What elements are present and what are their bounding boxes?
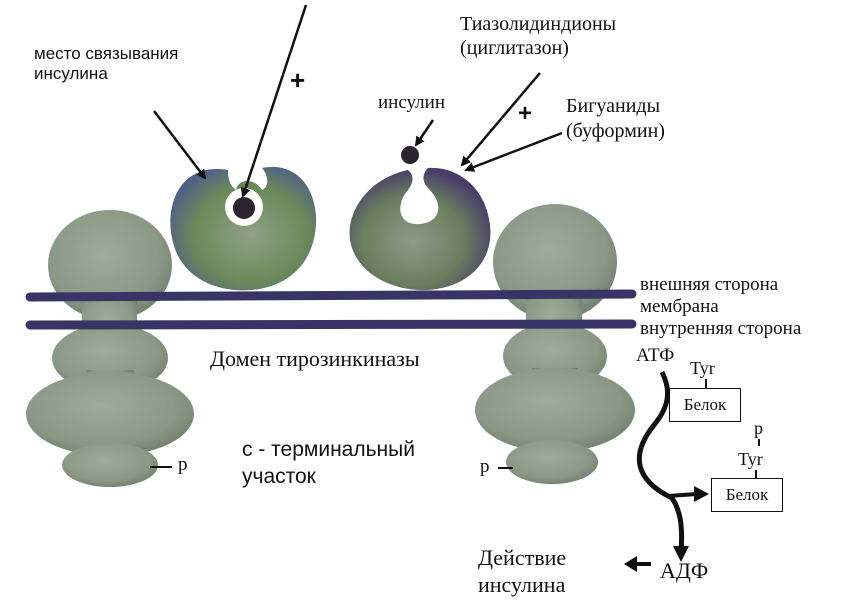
adp-label: АДФ (660, 558, 709, 583)
arrow-thiazolidinediones (460, 72, 541, 167)
arrow-binding-site (153, 110, 207, 180)
insulin-action-label: Действие инсулина (478, 544, 566, 598)
plus-right: + (518, 100, 533, 127)
thiazolidinediones-line2: (циглитазон) (460, 37, 569, 59)
biguanides-line1: Бигуаниды (566, 95, 661, 117)
signalling-arrows (624, 370, 760, 572)
right-receptor (475, 204, 635, 484)
protein-box-1: Белок (669, 388, 741, 422)
cell-membrane (25, 289, 637, 330)
binding-site-line2: инсулина (34, 63, 108, 83)
right-alpha-subunit (349, 146, 491, 291)
p-label-right: p (480, 456, 490, 477)
left-receptor (26, 210, 194, 487)
arrow-long-left (240, 4, 308, 198)
binding-site-label: место связывания инсулина (34, 44, 178, 83)
atp-label: АТФ (636, 345, 675, 366)
biguanides-line2: (буформин) (566, 120, 665, 142)
bound-insulin (233, 197, 255, 219)
thiazolidinediones-line1: Тиазолидиндионы (460, 13, 617, 35)
arrow-insulin (414, 119, 435, 147)
protein-box-2: Белок (711, 478, 783, 512)
tyr-label-1: Tyr (690, 358, 715, 378)
arrow-biguanides (464, 131, 563, 172)
free-insulin (401, 146, 419, 164)
left-alpha-subunit (170, 166, 317, 291)
plus-left: + (290, 65, 306, 95)
tyrosine-kinase-domain-label: Домен тирозинкиназы (210, 346, 420, 371)
c-terminal-label: с - терминальный участок (242, 436, 415, 490)
insulin-action-line1: Действие (478, 545, 567, 570)
p-label-left: p (178, 454, 188, 475)
c-terminal-line2: участок (242, 465, 316, 488)
upper-arrows (153, 4, 563, 198)
insulin-action-line2: инсулина (478, 572, 566, 597)
tyr-label-2: Tyr (738, 449, 763, 469)
binding-site-line1: место связывания (34, 44, 179, 63)
p-label-protein: p (754, 418, 763, 438)
inner-side-label: внутренняя сторона (640, 318, 802, 339)
insulin-label: инсулин (378, 92, 446, 113)
c-terminal-line1: с - терминальный (242, 438, 415, 461)
membrane-label: мембрана (640, 296, 719, 317)
atp-adp-curve (636, 370, 685, 553)
biguanides-label: Бигуаниды (буформин) (566, 94, 665, 144)
thiazolidinediones-label: Тиазолидиндионы (циглитазон) (460, 12, 616, 60)
branch-to-protein (667, 492, 698, 498)
outer-side-label: внешняя сторона (640, 274, 779, 295)
